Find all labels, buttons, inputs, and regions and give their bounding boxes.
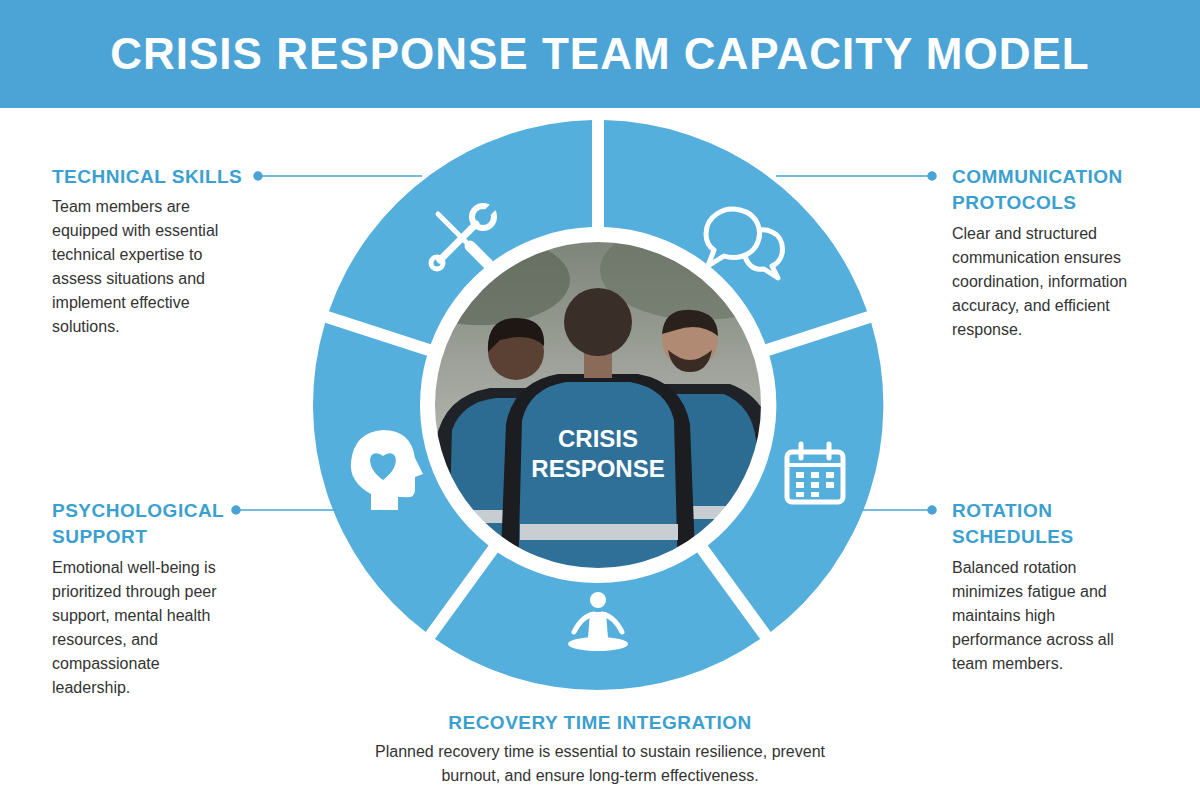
calendar-cell (796, 482, 804, 488)
calendar-cell (811, 492, 819, 497)
figure-head (590, 592, 606, 608)
leader-line (776, 175, 932, 177)
segment-description: Emotional well-being is prioritized thro… (52, 556, 237, 700)
calendar-cell (811, 472, 819, 478)
reflective-strip (632, 506, 758, 519)
calendar-ring (799, 444, 804, 458)
calendar-grid (796, 472, 834, 497)
team-photo (390, 220, 800, 580)
screwdriver-shaft (438, 214, 466, 242)
segment-description: Clear and structured communication ensur… (952, 222, 1182, 342)
segment-outline (327, 120, 598, 350)
figure-legs (568, 637, 628, 651)
reflective-strip (450, 510, 572, 523)
segment-outline (703, 317, 883, 636)
header-band (0, 0, 1200, 108)
calendar-frame (787, 452, 843, 502)
capacity-segment: ROTATION SCHEDULESBalanced rotation mini… (703, 317, 883, 636)
capacity-segment: PSYCHOLOGICAL SUPPORTEmotional well-bein… (313, 317, 493, 636)
calendar-cell (826, 472, 834, 478)
wrench-end (431, 257, 443, 269)
calendar-cell (811, 482, 819, 488)
segment-heading: TECHNICAL SKILLS (52, 164, 292, 190)
chat-icon (706, 209, 783, 278)
segment-outline (430, 549, 765, 690)
leader-dot (232, 506, 240, 514)
person-beard (668, 350, 712, 372)
calendar-cell (796, 472, 804, 478)
person-head (662, 312, 718, 368)
segment-description: Balanced rotation minimizes fatigue and … (952, 556, 1137, 676)
person-head (488, 324, 544, 380)
ring-segment (329, 120, 592, 344)
segment-heading: ROTATION SCHEDULES (952, 498, 1162, 550)
leader-line (236, 509, 336, 511)
leader-dot (928, 506, 936, 514)
segment-description: Team members are equipped with essential… (52, 195, 224, 339)
calendar-cell (796, 492, 804, 497)
title-area: CRISIS RESPONSE TEAM CAPACITY MODEL (0, 0, 1200, 108)
head-heart-icon (351, 430, 423, 510)
blurred-trees (600, 220, 800, 320)
figure-torso (588, 612, 608, 638)
calendar-band (787, 463, 843, 467)
leader-line (862, 509, 932, 511)
photo-frame (432, 239, 764, 571)
leader-line (258, 175, 422, 177)
person-jacket (500, 374, 696, 580)
capacity-segment: COMMUNICATION PROTOCOLSClear and structu… (598, 120, 869, 350)
vest-print: CRISIS RESPONSE (520, 424, 676, 484)
figure-arms (574, 614, 622, 632)
heart-symbol (370, 453, 396, 480)
ring-segment (313, 323, 489, 632)
calendar-ring (827, 444, 832, 458)
person-vest (518, 382, 678, 580)
segment-outline (313, 317, 493, 636)
segment-heading: RECOVERY TIME INTEGRATION (300, 710, 900, 736)
meditation-icon (568, 592, 628, 651)
diagram-title: CRISIS RESPONSE TEAM CAPACITY MODEL (110, 29, 1089, 79)
calendar-cell (826, 482, 834, 488)
segment-heading: PSYCHOLOGICAL SUPPORT (52, 498, 262, 550)
tools-icon (431, 204, 496, 269)
capacity-segment: TECHNICAL SKILLSTeam members are equippe… (327, 120, 598, 350)
leader-dot (254, 172, 262, 180)
reflective-strip (520, 524, 678, 540)
wrench-shaft (440, 224, 476, 260)
person-head (564, 288, 632, 356)
person-neck (584, 346, 612, 378)
ring-segment (435, 552, 760, 690)
person-jacket (430, 388, 586, 580)
person-hair (662, 310, 718, 336)
person-jacket (612, 384, 776, 580)
calendar-icon (787, 444, 843, 502)
blurred-trees (390, 235, 570, 325)
chat-bubble (744, 230, 783, 278)
leader-dot (928, 172, 936, 180)
segment-description: Planned recovery time is essential to su… (360, 740, 840, 788)
head-profile (351, 430, 423, 510)
segment-heading: COMMUNICATION PROTOCOLS (952, 164, 1162, 216)
capacity-segment: RECOVERY TIME INTEGRATIONPlanned recover… (430, 549, 765, 690)
person-vest (448, 398, 572, 580)
leader-lines (232, 172, 936, 514)
wrench-head (472, 206, 494, 228)
ring-segment (707, 323, 883, 632)
wrench-jaw (486, 204, 496, 214)
screwdriver-handle (470, 246, 488, 264)
ring-segment (604, 120, 867, 344)
segment-outline (598, 120, 869, 350)
chat-bubble (706, 209, 759, 266)
photo-background (430, 238, 770, 578)
person-hair (488, 318, 544, 352)
person-vest (630, 394, 758, 580)
